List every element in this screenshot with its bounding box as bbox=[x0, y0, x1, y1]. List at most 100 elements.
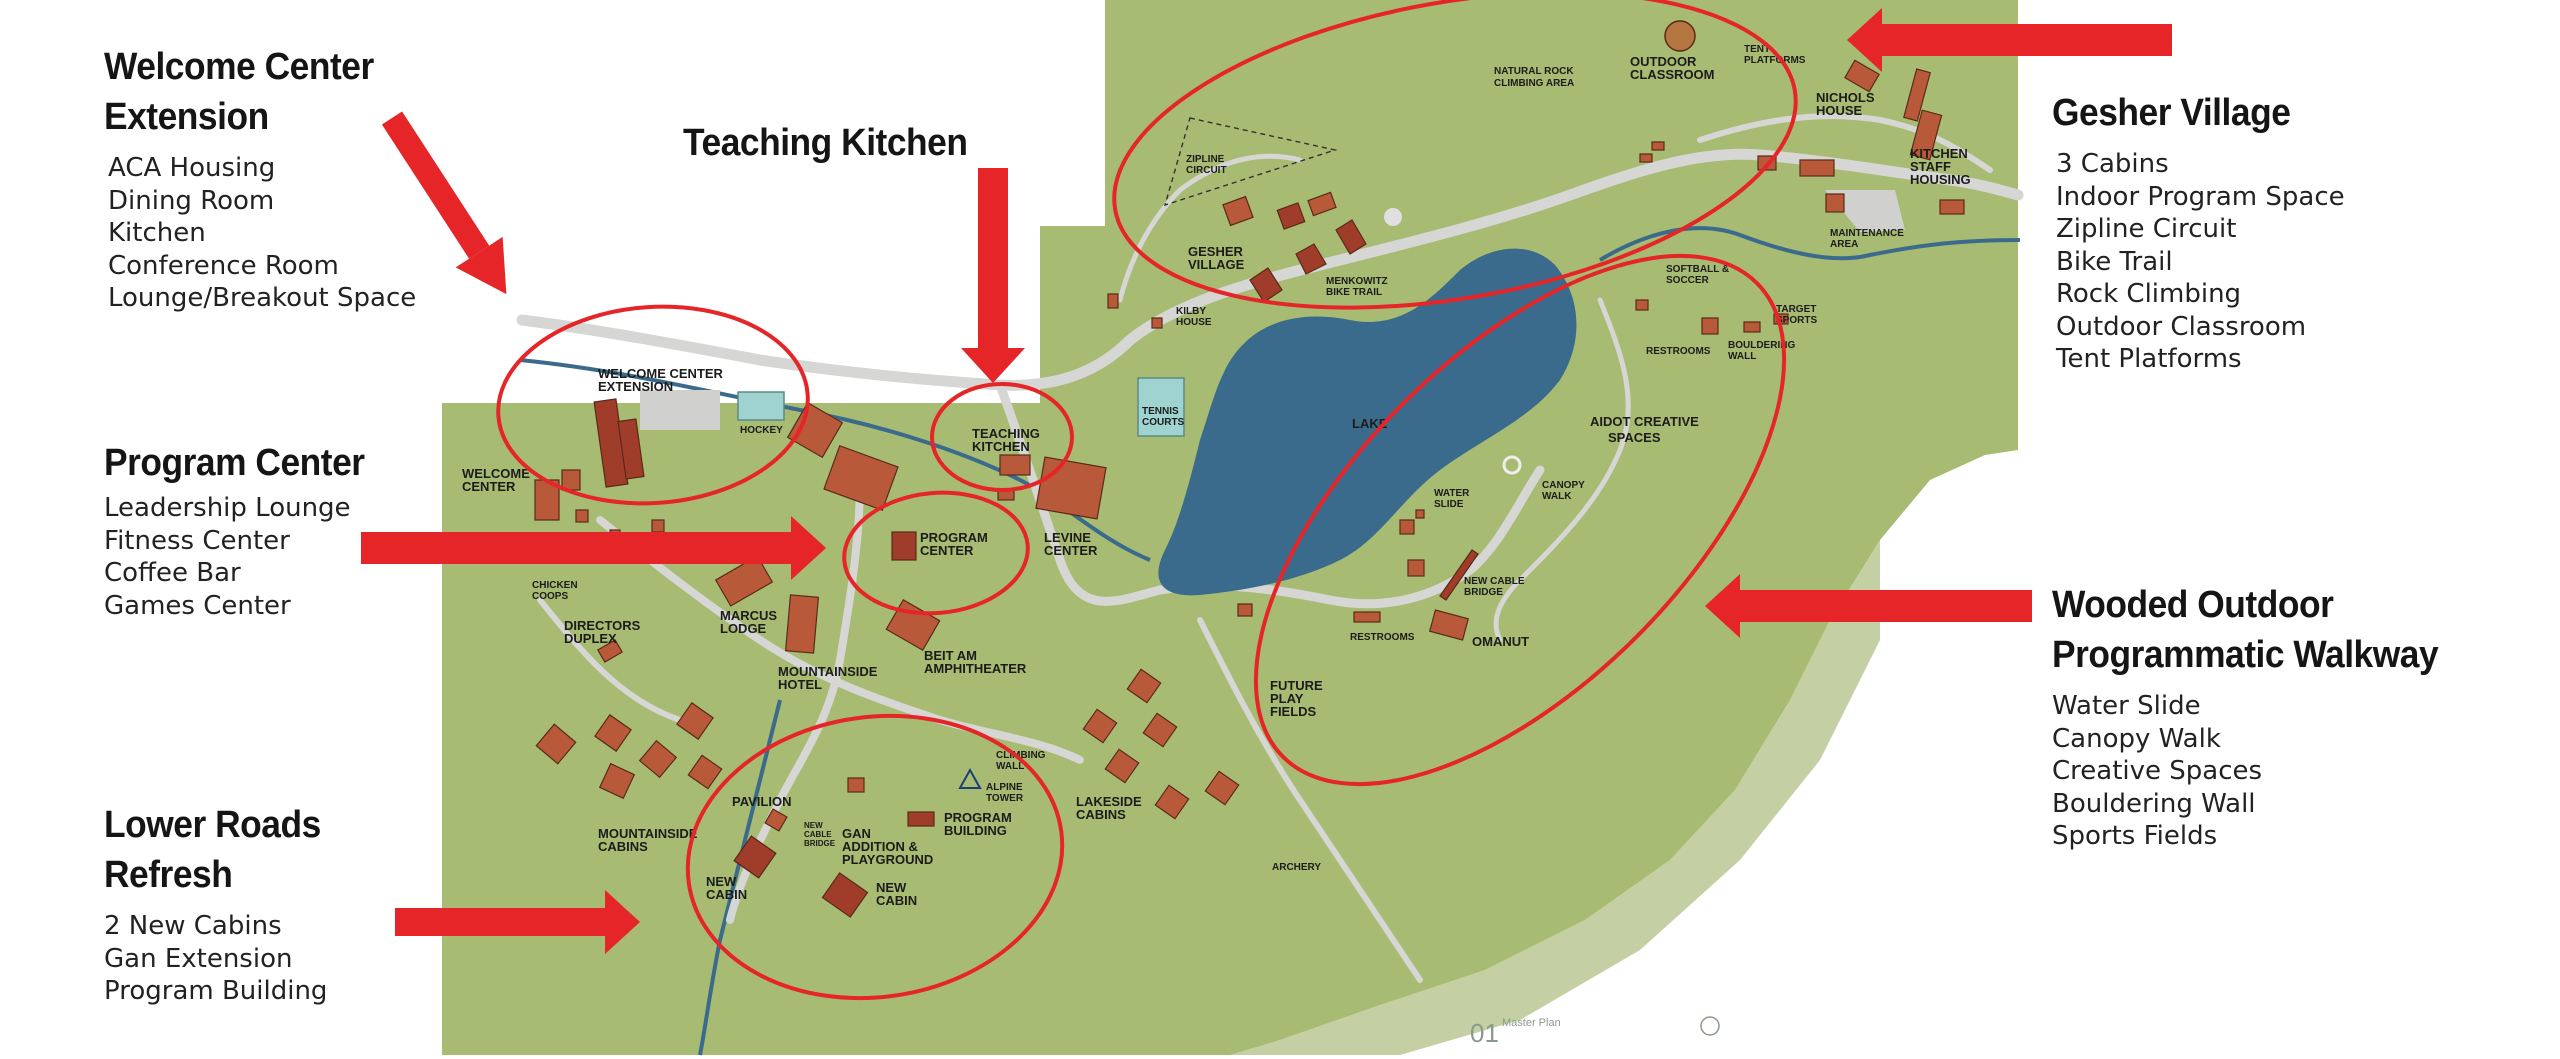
callout-arrows bbox=[361, 8, 2172, 954]
label-softball: SOFTBALL &SOCCER bbox=[1666, 264, 1729, 286]
callout-gesher-village: Gesher Village 3 Cabins Indoor Program S… bbox=[2052, 88, 2345, 376]
lake bbox=[1158, 248, 1577, 596]
buildings bbox=[534, 59, 1965, 918]
arrow-teaching-kitchen bbox=[961, 168, 1025, 383]
callout-teaching-kitchen: Teaching Kitchen bbox=[683, 118, 989, 168]
sheet-number: 01 bbox=[1470, 1018, 1499, 1048]
list-item: ACA Housing bbox=[108, 153, 276, 183]
teaching-kitchen-circle bbox=[930, 382, 1074, 492]
list-item: Leadership Lounge bbox=[104, 493, 351, 523]
sheet-title: Master Plan bbox=[1502, 1017, 1561, 1029]
list-item: Water Slide bbox=[2052, 691, 2201, 721]
list-item: Bouldering Wall bbox=[2052, 788, 2256, 819]
list-item: Canopy Walk bbox=[2052, 723, 2221, 754]
hockey-rink bbox=[737, 391, 785, 421]
alpine-tower-icon bbox=[958, 767, 982, 789]
list-item: Conference Room bbox=[108, 250, 339, 281]
list-item: Lounge/Breakout Space bbox=[108, 283, 417, 313]
list-item: Creative Spaces bbox=[2052, 756, 2263, 786]
list-item: Sports Fields bbox=[2052, 821, 2218, 851]
arrow-gesher-village bbox=[1847, 8, 2172, 72]
label-restrooms-2: RESTROOMS bbox=[1646, 346, 1711, 357]
label-hockey: HOCKEY bbox=[740, 425, 783, 436]
outdoor-classroom-ring bbox=[1664, 20, 1696, 52]
program-center-circle bbox=[842, 490, 1030, 616]
welcome-center-circle bbox=[496, 304, 810, 506]
list-item: Bike Trail bbox=[2056, 246, 2173, 277]
canopy-walk-ring bbox=[1502, 455, 1522, 475]
list-item: Tent Platforms bbox=[2056, 344, 2242, 374]
tennis-courts bbox=[1137, 377, 1185, 437]
gesher-village-circle bbox=[1112, 0, 1798, 310]
list-item: Fitness Center bbox=[104, 525, 290, 556]
callout-list: Water Slide Canopy Walk Creative Spaces … bbox=[2052, 690, 2467, 853]
label-archery: ARCHERY bbox=[1272, 862, 1321, 873]
list-item: Rock Climbing bbox=[2056, 279, 2242, 309]
callout-list: Leadership Lounge Fitness Center Coffee … bbox=[104, 492, 384, 622]
callout-list: 2 New Cabins Gan Extension Program Build… bbox=[104, 910, 337, 1008]
callout-title: Gesher Village bbox=[2052, 92, 2291, 134]
list-item: Kitchen bbox=[108, 218, 206, 248]
roundabout bbox=[1384, 208, 1402, 226]
arrow-lower-roads bbox=[395, 890, 640, 954]
wooded-walkway-circle bbox=[1253, 253, 1787, 787]
highlight-circles bbox=[496, 0, 1798, 1001]
list-item: Games Center bbox=[104, 590, 291, 621]
lower-roads-circle bbox=[685, 713, 1065, 1001]
north-arrow-icon bbox=[1700, 1016, 1720, 1036]
list-item: 2 New Cabins bbox=[104, 911, 282, 941]
list-item: Coffee Bar bbox=[104, 558, 241, 588]
label-omanut: OMANUT bbox=[1472, 634, 1529, 649]
list-item: 3 Cabins bbox=[2056, 149, 2169, 179]
callout-title: Program Center bbox=[104, 442, 365, 484]
arrow-welcome-center bbox=[381, 111, 507, 295]
arrow-program-center bbox=[361, 516, 826, 580]
paved-areas bbox=[640, 190, 1905, 430]
list-item: Zipline Circuit bbox=[2056, 214, 2237, 244]
list-item: Gan Extension bbox=[104, 943, 293, 974]
label-pavilion: PAVILION bbox=[732, 794, 791, 809]
callout-list: ACA Housing Dining Room Kitchen Conferen… bbox=[108, 152, 416, 315]
label-restrooms-1: RESTROOMS bbox=[1350, 632, 1415, 643]
callout-list: 3 Cabins Indoor Program Space Zipline Ci… bbox=[2056, 148, 2345, 376]
list-item: Dining Room bbox=[108, 185, 275, 216]
